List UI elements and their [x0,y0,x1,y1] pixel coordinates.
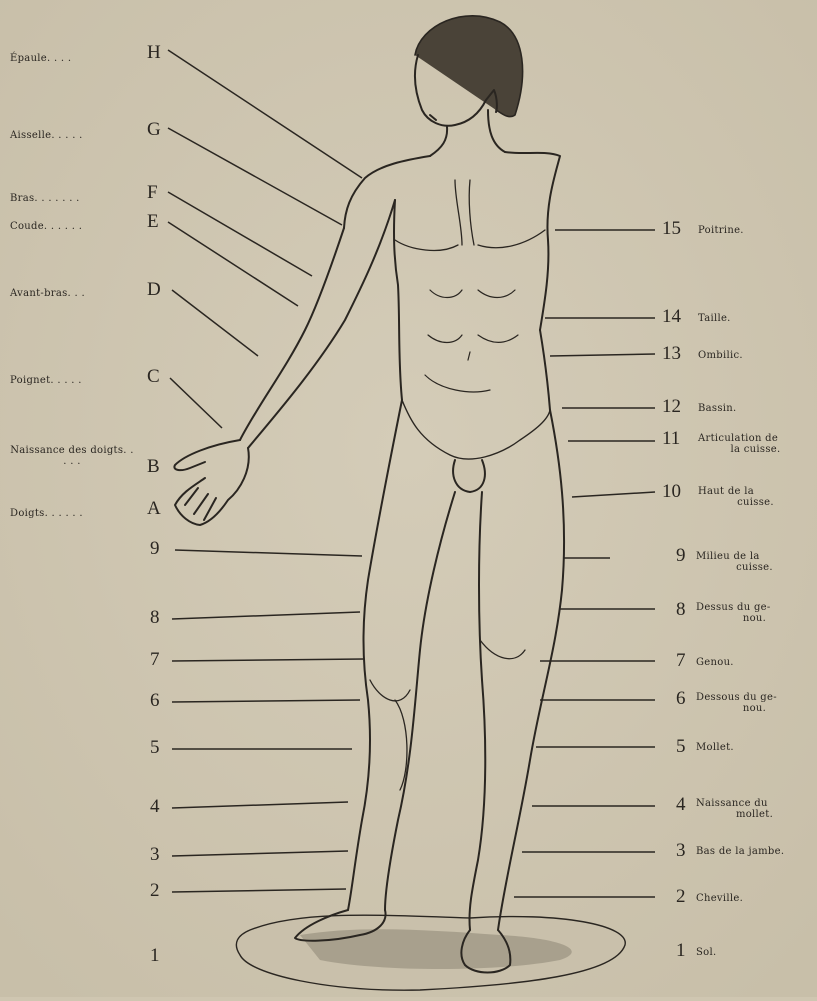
right-number-12: 12 [662,396,681,418]
label-coude: Coude. . . . . . [10,221,82,232]
label-cheville: Cheville. [696,893,743,904]
right-number-11: 11 [662,428,680,450]
letter-g: G [147,119,161,141]
right-number-13: 13 [662,343,681,365]
left-number-1: 1 [150,945,160,967]
label-dessus-du-genou: Dessus du ge-nou. [696,602,813,624]
label-avant-bras: Avant-bras. . . [10,288,85,299]
label-taille: Taille. [698,313,731,324]
left-number-7: 7 [150,649,160,671]
letter-h: H [147,42,161,64]
label-bras: Bras. . . . . . . [10,193,80,204]
label-poignet: Poignet. . . . . [10,375,82,386]
right-number-1: 1 [676,940,686,962]
label-naissance-des-doigts: Naissance des doigts. . . . . [8,445,136,467]
right-number-2: 2 [676,886,686,908]
left-number-2: 2 [150,880,160,902]
right-number-5: 5 [676,736,686,758]
label-bas-de-la-jambe: Bas de la jambe. [696,846,784,857]
letter-b: B [147,456,160,478]
letter-f: F [147,182,158,204]
label-dessous-du-genou: Dessous du ge-nou. [696,692,813,714]
label-sol: Sol. [696,947,716,958]
letter-d: D [147,279,161,301]
right-number-3: 3 [676,840,686,862]
label-ombilic: Ombilic. [698,350,743,361]
right-number-14: 14 [662,306,681,328]
right-number-15: 15 [662,218,681,240]
left-number-8: 8 [150,607,160,629]
right-number-6: 6 [676,688,686,710]
left-number-4: 4 [150,796,160,818]
letter-c: C [147,366,160,388]
left-number-3: 3 [150,844,160,866]
left-number-6: 6 [150,690,160,712]
label-poitrine: Poitrine. [698,225,744,236]
right-number-8: 8 [676,599,686,621]
label-epaule: Épaule. . . . [10,53,71,64]
left-number-5: 5 [150,737,160,759]
right-number-10: 10 [662,481,681,503]
left-number-9: 9 [150,538,160,560]
label-doigts: Doigts. . . . . . [10,508,83,519]
right-number-4: 4 [676,794,686,816]
right-number-9: 9 [676,545,686,567]
label-aisselle: Aisselle. . . . . [10,130,83,141]
right-number-7: 7 [676,650,686,672]
letter-a: A [147,498,161,520]
letter-e: E [147,211,159,233]
label-mollet: Mollet. [696,742,734,753]
label-genou: Genou. [696,657,734,668]
label-bassin: Bassin. [698,403,737,414]
